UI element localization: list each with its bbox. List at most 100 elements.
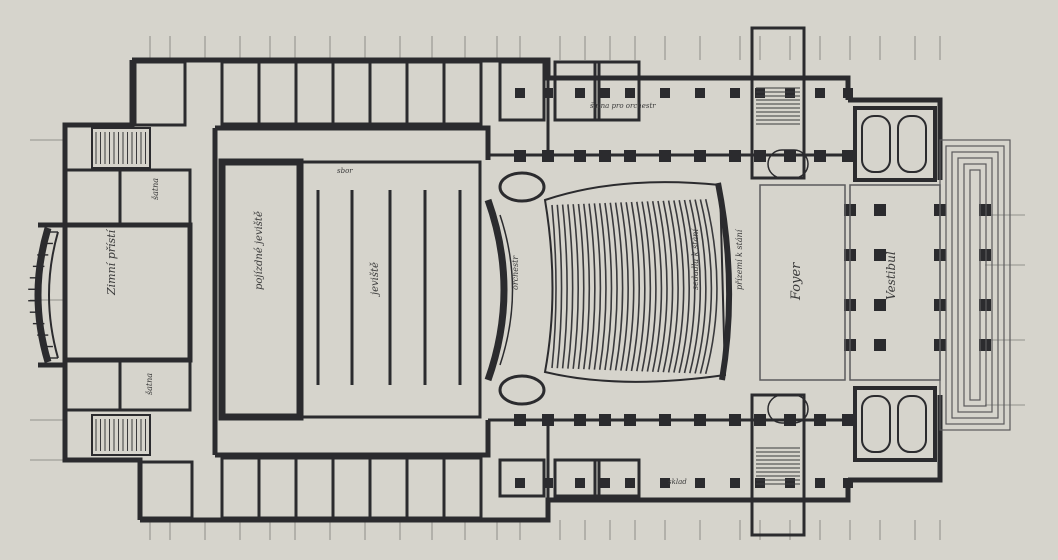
column-icon xyxy=(575,88,585,98)
main-stage-label: jeviště xyxy=(370,262,381,297)
seat-row xyxy=(699,199,713,374)
seat-row xyxy=(662,200,674,373)
auditorium-back-wall xyxy=(715,182,733,381)
seat-row xyxy=(577,203,585,370)
column-icon xyxy=(515,88,525,98)
service-room xyxy=(593,458,641,498)
entrance-step xyxy=(939,139,1011,431)
entrance-step xyxy=(963,163,987,407)
seat-row xyxy=(604,202,613,371)
ground-standing-label: přízemí k stání xyxy=(735,228,744,290)
column-icon xyxy=(730,88,740,98)
proscenium-box-top xyxy=(498,171,546,203)
apse-stair-icon xyxy=(28,231,58,359)
column-icon xyxy=(874,299,886,311)
column-icon xyxy=(874,339,886,351)
seat-row xyxy=(651,201,663,372)
corridor-walls xyxy=(212,125,491,458)
seat-row xyxy=(704,199,718,375)
column-icon xyxy=(695,88,705,98)
seat-rows xyxy=(551,199,718,375)
orchestra-label: orchestr xyxy=(511,255,520,290)
entrance-step xyxy=(951,151,999,419)
seat-row xyxy=(630,201,641,372)
seat-row xyxy=(641,201,652,372)
service-room xyxy=(553,458,601,498)
vestibule-label: Vestibul xyxy=(884,251,898,300)
dressing-room xyxy=(442,456,483,520)
foyer-label: Foyer xyxy=(789,262,804,301)
seat-row xyxy=(636,201,646,372)
column-icon xyxy=(979,204,991,216)
stage-rail-lines xyxy=(316,190,462,385)
seat-row xyxy=(657,200,668,373)
column-icon xyxy=(843,478,853,488)
seat-row xyxy=(561,204,568,369)
column-icon xyxy=(514,88,991,488)
dressing-rooms-bottom xyxy=(220,456,641,520)
left-room-bottom-label: šatna xyxy=(145,373,154,395)
column-icon xyxy=(874,204,886,216)
seat-row xyxy=(593,203,602,370)
entrance-step xyxy=(945,145,1005,425)
rear-apse-inner xyxy=(48,231,59,359)
column-icon xyxy=(515,478,525,488)
seat-row xyxy=(620,202,629,371)
seat-row xyxy=(694,199,707,374)
column-icon xyxy=(843,88,853,98)
seat-row xyxy=(572,204,579,369)
sliding-stage-label: pojízdné jeviště xyxy=(254,211,265,290)
side-aisle-walls xyxy=(488,78,848,500)
entrance-steps xyxy=(939,139,1011,431)
left-room-bottom-b xyxy=(118,358,192,412)
stair-icon xyxy=(853,106,937,462)
entrance-step xyxy=(957,157,993,413)
auditorium-floor xyxy=(543,181,727,383)
seat-row xyxy=(667,200,679,373)
column-icon xyxy=(600,478,610,488)
stair-icon xyxy=(750,26,809,537)
proscenium-arch xyxy=(484,198,508,382)
orchestra-pit-edge xyxy=(499,214,514,366)
column-icon xyxy=(695,478,705,488)
seat-row xyxy=(551,204,557,369)
storage-label: sklad xyxy=(668,478,687,486)
chorus-label: sbor xyxy=(337,167,353,175)
seat-row xyxy=(583,203,591,370)
column-icon xyxy=(979,249,991,261)
seat-row xyxy=(598,203,607,370)
standing-seats-label: sedadla k stání xyxy=(691,228,700,290)
entrance-step xyxy=(969,169,981,401)
column-icon xyxy=(979,339,991,351)
main-stage-room xyxy=(298,160,482,419)
column-icon xyxy=(979,299,991,311)
column-icon xyxy=(600,88,610,98)
column-icon xyxy=(730,478,740,488)
service-room xyxy=(553,60,601,122)
column-icon xyxy=(755,478,765,488)
seat-row xyxy=(646,201,657,372)
seat-row xyxy=(683,199,696,374)
column-icon xyxy=(625,88,635,98)
seat-row xyxy=(678,200,690,373)
seat-row xyxy=(609,202,618,371)
column-icon xyxy=(625,478,635,488)
left-room-top-b xyxy=(118,168,192,227)
seat-row xyxy=(673,200,685,373)
seat-row xyxy=(567,204,574,369)
top-left-room xyxy=(133,60,187,127)
dressing-room xyxy=(442,60,483,126)
seat-row xyxy=(689,199,702,374)
bottom-left-room xyxy=(138,460,194,520)
column-icon xyxy=(755,88,765,98)
seat-row xyxy=(625,202,635,371)
column-icon xyxy=(660,88,670,98)
column-icon xyxy=(874,249,886,261)
foyer-room xyxy=(759,184,846,381)
seat-row xyxy=(614,202,624,371)
seat-row xyxy=(588,203,596,370)
service-room xyxy=(593,60,641,122)
